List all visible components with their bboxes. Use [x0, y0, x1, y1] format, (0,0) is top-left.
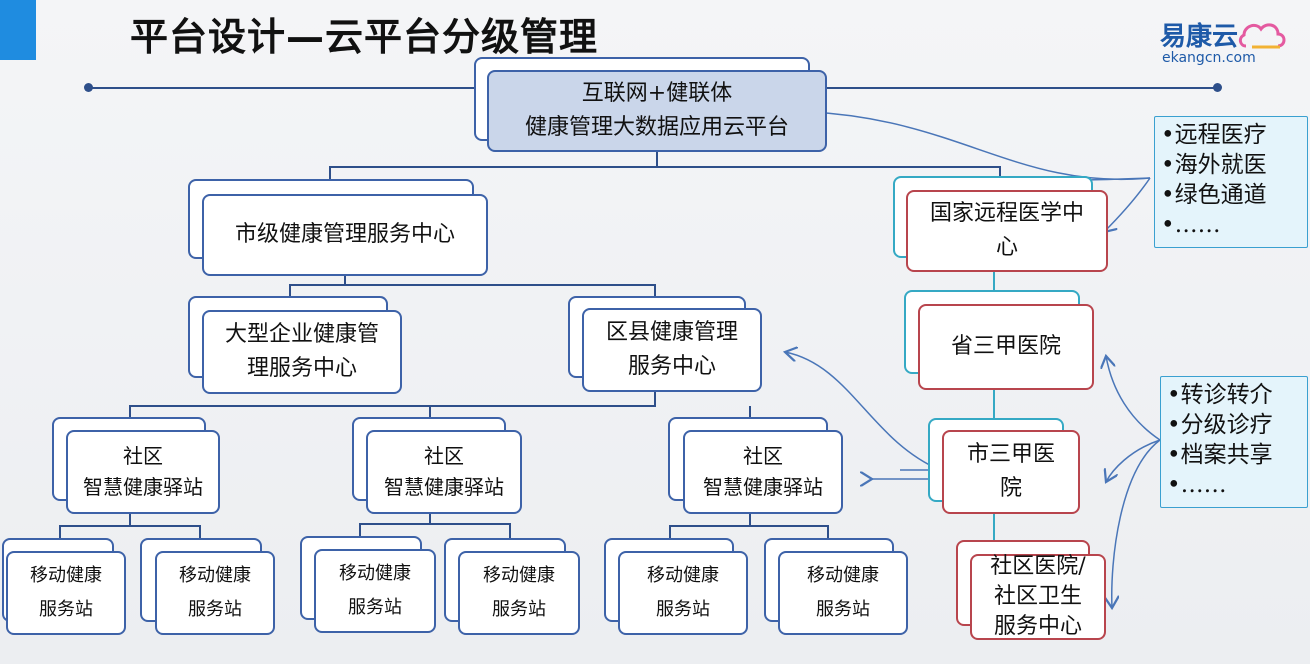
- community-hospital-line2: 社区卫生: [993, 584, 1082, 610]
- community-station-2-line2: 智慧健康驿站: [384, 475, 504, 499]
- mobile-station-3-line1: 移动健康: [339, 562, 411, 584]
- mobile-station-2-line2: 服务站: [188, 599, 242, 620]
- services-callout-bottom: •转诊转介 •分级诊疗 •档案共享 •……: [1160, 376, 1308, 508]
- mobile-station-1-line1: 移动健康: [30, 564, 102, 586]
- arrow-callout-to-national: [1104, 177, 1151, 232]
- cloud-platform-line1: 互联网+健联体: [581, 80, 733, 106]
- city-health-center-node: 市级健康管理服务中心: [202, 194, 488, 276]
- callout-item-green-channel: •绿色通道: [1161, 181, 1267, 208]
- provincial-hospital-node: 省三甲医院: [918, 304, 1094, 390]
- community-station-3-line1: 社区: [743, 444, 783, 468]
- provincial-hospital-label: 省三甲医院: [950, 333, 1061, 359]
- county-center-line1: 区县健康管理: [605, 319, 738, 345]
- mobile-station-6-line1: 移动健康: [807, 564, 879, 586]
- mobile-station-2-line1: 移动健康: [179, 564, 251, 586]
- arrow-callout-to-provincial: [1106, 356, 1161, 441]
- enterprise-health-center-node: 大型企业健康管 理服务中心: [202, 310, 402, 394]
- community-station-3-line2: 智慧健康驿站: [703, 475, 823, 499]
- link-top-city: [329, 152, 658, 180]
- callout-item-referral: •转诊转介: [1167, 382, 1273, 408]
- mobile-station-5: 移动健康 服务站: [618, 551, 748, 635]
- callout-item-records: •档案共享: [1167, 441, 1273, 468]
- mobile-station-3: 移动健康 服务站: [314, 549, 436, 633]
- accent-bar: [0, 0, 36, 60]
- community-station-3: 社区 智慧健康驿站: [683, 430, 843, 514]
- national-center-line1: 国家远程医学中: [929, 200, 1084, 226]
- brand-logo: 易康云 ekangcn.com: [1160, 12, 1300, 72]
- community-hospital-line1: 社区医院/: [990, 554, 1086, 580]
- cloud-platform-line2: 健康管理大数据应用云平台: [524, 115, 789, 140]
- link-top-national: [657, 166, 1001, 178]
- arrow-city-hospital-to-county: [785, 352, 941, 471]
- community-station-1-line1: 社区: [123, 444, 163, 468]
- community-station-1-line2: 智慧健康驿站: [83, 475, 203, 499]
- community-station-2: 社区 智慧健康驿站: [366, 430, 522, 514]
- county-health-center-node: 区县健康管理 服务中心: [582, 308, 762, 392]
- city-hospital-line1: 市三甲医: [966, 441, 1055, 467]
- mobile-station-1-line2: 服务站: [39, 599, 93, 620]
- arrow-callout-to-top: [812, 112, 1151, 181]
- enterprise-center-line1: 大型企业健康管: [224, 321, 379, 347]
- callout-item-overseas: •海外就医: [1161, 151, 1267, 178]
- community-hospital-node: 社区医院/ 社区卫生 服务中心: [970, 554, 1106, 640]
- divider-dot-left: [84, 83, 93, 92]
- city-hospital-line2: 院: [999, 476, 1022, 501]
- page-title: 平台设计—云平台分级管理: [130, 15, 599, 59]
- enterprise-center-line2: 理服务中心: [246, 356, 357, 381]
- community-station-1: 社区 智慧健康驿站: [66, 430, 220, 514]
- divider-dot-right: [1213, 83, 1222, 92]
- national-center-line2: 心: [995, 235, 1018, 260]
- city-health-center-label: 市级健康管理服务中心: [234, 221, 455, 247]
- city-hospital-node: 市三甲医 院: [942, 430, 1080, 514]
- callout-item-more-2: •……: [1167, 471, 1227, 498]
- mobile-station-1: 移动健康 服务站: [6, 551, 126, 635]
- mobile-station-6-line2: 服务站: [816, 599, 870, 620]
- services-callout-top: •远程医疗 •海外就医 •绿色通道 •……: [1154, 116, 1308, 248]
- national-telemedicine-center-node: 国家远程医学中 心: [906, 190, 1108, 272]
- community-hospital-line3: 服务中心: [993, 613, 1082, 639]
- community-station-2-line1: 社区: [424, 444, 464, 468]
- mobile-station-3-line2: 服务站: [348, 597, 402, 618]
- mobile-station-5-line1: 移动健康: [647, 564, 719, 586]
- cloud-platform-node: 互联网+健联体 健康管理大数据应用云平台: [487, 70, 827, 152]
- logo-name: 易康云: [1160, 22, 1239, 52]
- mobile-station-2: 移动健康 服务站: [155, 551, 275, 635]
- mobile-station-4-line2: 服务站: [492, 599, 546, 620]
- mobile-station-4-line1: 移动健康: [483, 564, 555, 586]
- logo-url: ekangcn.com: [1162, 50, 1256, 66]
- callout-item-telemedicine: •远程医疗: [1161, 122, 1267, 148]
- mobile-station-6: 移动健康 服务站: [778, 551, 908, 635]
- cloud-logo-icon: [1238, 23, 1286, 49]
- county-center-line2: 服务中心: [627, 354, 716, 379]
- arrow-callout-to-community-hospital: [1112, 439, 1161, 608]
- mobile-station-4: 移动健康 服务站: [458, 551, 580, 635]
- callout-item-more: •……: [1161, 211, 1221, 238]
- mobile-station-5-line2: 服务站: [656, 599, 710, 620]
- arrow-callout-to-city-hospital: [1106, 439, 1161, 482]
- callout-item-tiered: •分级诊疗: [1167, 411, 1273, 438]
